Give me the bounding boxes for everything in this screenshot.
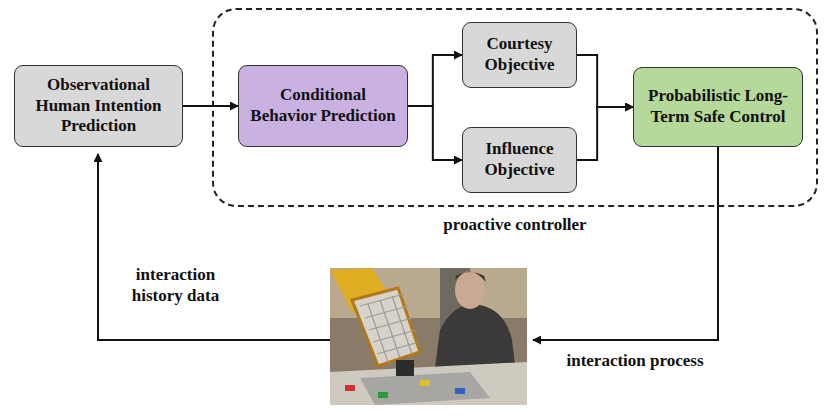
robot-panel-grid <box>360 294 419 362</box>
process-box: Conditional Behavior Prediction <box>238 65 408 147</box>
node-label: Observational Human Intention Prediction <box>15 75 182 137</box>
block <box>345 385 355 391</box>
robot-gripper <box>396 360 414 376</box>
table <box>330 362 527 405</box>
connector-arrow <box>577 107 633 160</box>
dashed-region: proactive controllerConditional Behavior… <box>212 8 818 207</box>
node-label: Influence Objective <box>463 139 576 180</box>
region-heading: proactive controller <box>214 215 816 235</box>
connector-arrow <box>577 55 633 107</box>
person-hair <box>455 271 486 282</box>
control-box: Probabilistic Long-Term Safe Control <box>633 67 803 147</box>
node-label: Probabilistic Long-Term Safe Control <box>634 86 802 127</box>
node-label: Courtesy Objective <box>463 34 576 75</box>
block <box>420 380 430 386</box>
process-box: Observational Human Intention Prediction <box>14 65 183 147</box>
photo <box>330 268 527 405</box>
robot-panel <box>352 288 420 366</box>
objective-box: Influence Objective <box>462 127 577 193</box>
objective-box: Courtesy Objective <box>462 22 577 88</box>
photo-background <box>330 268 527 405</box>
block <box>378 392 388 398</box>
annotation-label: interaction process <box>540 350 730 371</box>
feedback-arrow <box>98 154 330 340</box>
annotation-label: interaction history data <box>118 264 233 307</box>
node-label: Conditional Behavior Prediction <box>239 85 407 126</box>
connector-arrow <box>183 105 238 107</box>
connector-arrow <box>408 55 462 106</box>
tray <box>360 372 490 405</box>
block <box>455 388 465 394</box>
connector-arrow <box>408 106 462 160</box>
person-head <box>455 271 485 309</box>
